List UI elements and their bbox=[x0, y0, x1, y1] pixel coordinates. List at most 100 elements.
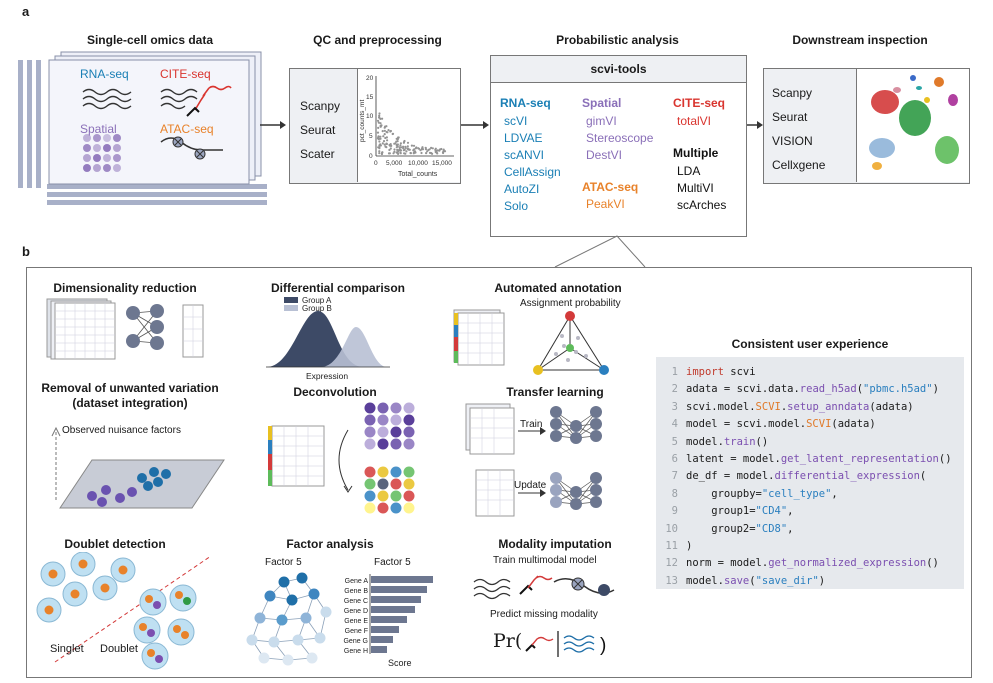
doublet-nucleus bbox=[181, 631, 189, 639]
qc-dot bbox=[396, 143, 399, 146]
code-line-text: model.save("save_dir") bbox=[686, 574, 826, 587]
code-line-text: de_df = model.differential_expression( bbox=[686, 470, 927, 483]
qc-dot bbox=[378, 116, 381, 119]
qc-dot bbox=[385, 130, 388, 134]
code-line-number: 1 bbox=[671, 366, 678, 378]
nn-node bbox=[570, 432, 582, 444]
factor-node bbox=[258, 652, 270, 664]
qc-plot-area bbox=[357, 69, 460, 182]
tool-multivi: MultiVI bbox=[677, 181, 714, 195]
qc-dot bbox=[418, 147, 421, 150]
qc-dot bbox=[398, 148, 401, 151]
deconv-spot bbox=[403, 438, 415, 450]
qc-dot bbox=[389, 147, 392, 150]
factor-bar bbox=[371, 586, 427, 593]
code-line-number: 10 bbox=[665, 522, 678, 535]
qc-dot bbox=[405, 150, 408, 153]
qc-ylabel: pct_counts_mt bbox=[359, 100, 366, 142]
singlet-nucleus bbox=[44, 605, 54, 615]
factor-bar bbox=[371, 626, 399, 633]
downstream-tool-seurat: Seurat bbox=[772, 110, 808, 124]
atac-seq-heading: ATAC-seq bbox=[582, 180, 639, 194]
qc-dot bbox=[377, 136, 380, 139]
deconv-cell bbox=[364, 478, 376, 490]
nn-node bbox=[590, 472, 602, 484]
qc-dot bbox=[384, 136, 387, 140]
diffcomp-title: Differential comparison bbox=[270, 281, 406, 295]
svg-text:): ) bbox=[600, 635, 606, 656]
doublet-cell bbox=[139, 588, 167, 616]
deconv-spot bbox=[390, 438, 402, 450]
factor-node bbox=[268, 636, 280, 648]
qc-dot bbox=[378, 112, 381, 115]
qc-dot bbox=[379, 117, 382, 120]
qc-dot bbox=[379, 137, 382, 140]
deconv-cell bbox=[403, 502, 415, 514]
arrow-to-downstream bbox=[747, 121, 763, 129]
diffcomp-graphic: Group A Group B Expression bbox=[266, 296, 390, 381]
panel-letter-b: b bbox=[22, 244, 30, 259]
autoann-graphic bbox=[453, 309, 609, 375]
deconv-spot bbox=[364, 414, 376, 426]
doublet-graphic bbox=[36, 552, 212, 670]
nn-node bbox=[550, 472, 562, 484]
code-line-text: latent = model.get_latent_representation… bbox=[686, 453, 952, 465]
factor-gene-label: Gene E bbox=[344, 618, 368, 625]
qc-dot bbox=[385, 125, 388, 128]
deconv-title: Deconvolution bbox=[293, 385, 377, 399]
factor-node bbox=[246, 634, 258, 646]
probabilistic-title: Probabilistic analysis bbox=[556, 33, 679, 47]
factor-bar bbox=[371, 616, 407, 623]
code-line: 8 groupby="cell_type", bbox=[656, 485, 964, 503]
code-line-number: 8 bbox=[671, 487, 678, 500]
qc-dot bbox=[392, 152, 395, 155]
qc-dot bbox=[395, 140, 398, 143]
autoann-subtitle: Assignment probability bbox=[520, 298, 621, 309]
factor-gene-label: Gene F bbox=[345, 628, 368, 635]
factor-right-label: Factor 5 bbox=[374, 557, 411, 568]
nn-node bbox=[550, 484, 562, 496]
qc-ytick: 5 bbox=[369, 133, 373, 140]
deconv-cell bbox=[403, 490, 415, 502]
qc-dot bbox=[385, 142, 388, 146]
deconv-cell bbox=[403, 478, 415, 490]
code-line-text: groupby="cell_type", bbox=[686, 487, 838, 500]
deconv-cell bbox=[390, 478, 402, 490]
factor-node bbox=[254, 612, 266, 624]
nn-node bbox=[590, 484, 602, 496]
singlet-label: Singlet bbox=[50, 643, 84, 655]
nn-node bbox=[570, 486, 582, 498]
factor-node bbox=[314, 632, 326, 644]
deconv-cell bbox=[377, 478, 389, 490]
qc-dot bbox=[419, 149, 422, 152]
doublet-label: Doublet bbox=[100, 643, 138, 655]
tool-ldvae: LDVAE bbox=[504, 131, 543, 145]
tool-scanvi: scANVI bbox=[504, 148, 545, 162]
factor-title: Factor analysis bbox=[286, 537, 374, 551]
qc-dot bbox=[403, 139, 406, 143]
factor-gene-label: Gene D bbox=[344, 608, 368, 615]
tool-destvi: DestVI bbox=[586, 148, 623, 162]
qc-dot bbox=[396, 137, 399, 140]
deconv-cell bbox=[377, 466, 389, 478]
transfer-title: Transfer learning bbox=[506, 385, 604, 399]
qc-dot bbox=[377, 137, 380, 141]
qc-dot bbox=[409, 151, 412, 155]
singlet-nucleus bbox=[48, 569, 58, 579]
code-line-number: 12 bbox=[665, 557, 678, 570]
modality-train-graphic bbox=[473, 575, 615, 600]
modality-formula: Pr( bbox=[493, 630, 522, 652]
code-line-text: norm = model.get_normalized_expression() bbox=[686, 557, 939, 570]
qc-dot bbox=[389, 129, 392, 133]
code-line-text: group1="CD4", bbox=[686, 505, 794, 518]
qc-dot bbox=[383, 126, 386, 129]
factor-network bbox=[246, 572, 332, 666]
code-line: 12 norm = model.get_normalized_expression… bbox=[656, 554, 964, 572]
qc-dot bbox=[406, 141, 410, 144]
qc-dot bbox=[414, 151, 417, 154]
code-line-number: 11 bbox=[665, 540, 678, 552]
code-line-number: 4 bbox=[671, 418, 678, 431]
